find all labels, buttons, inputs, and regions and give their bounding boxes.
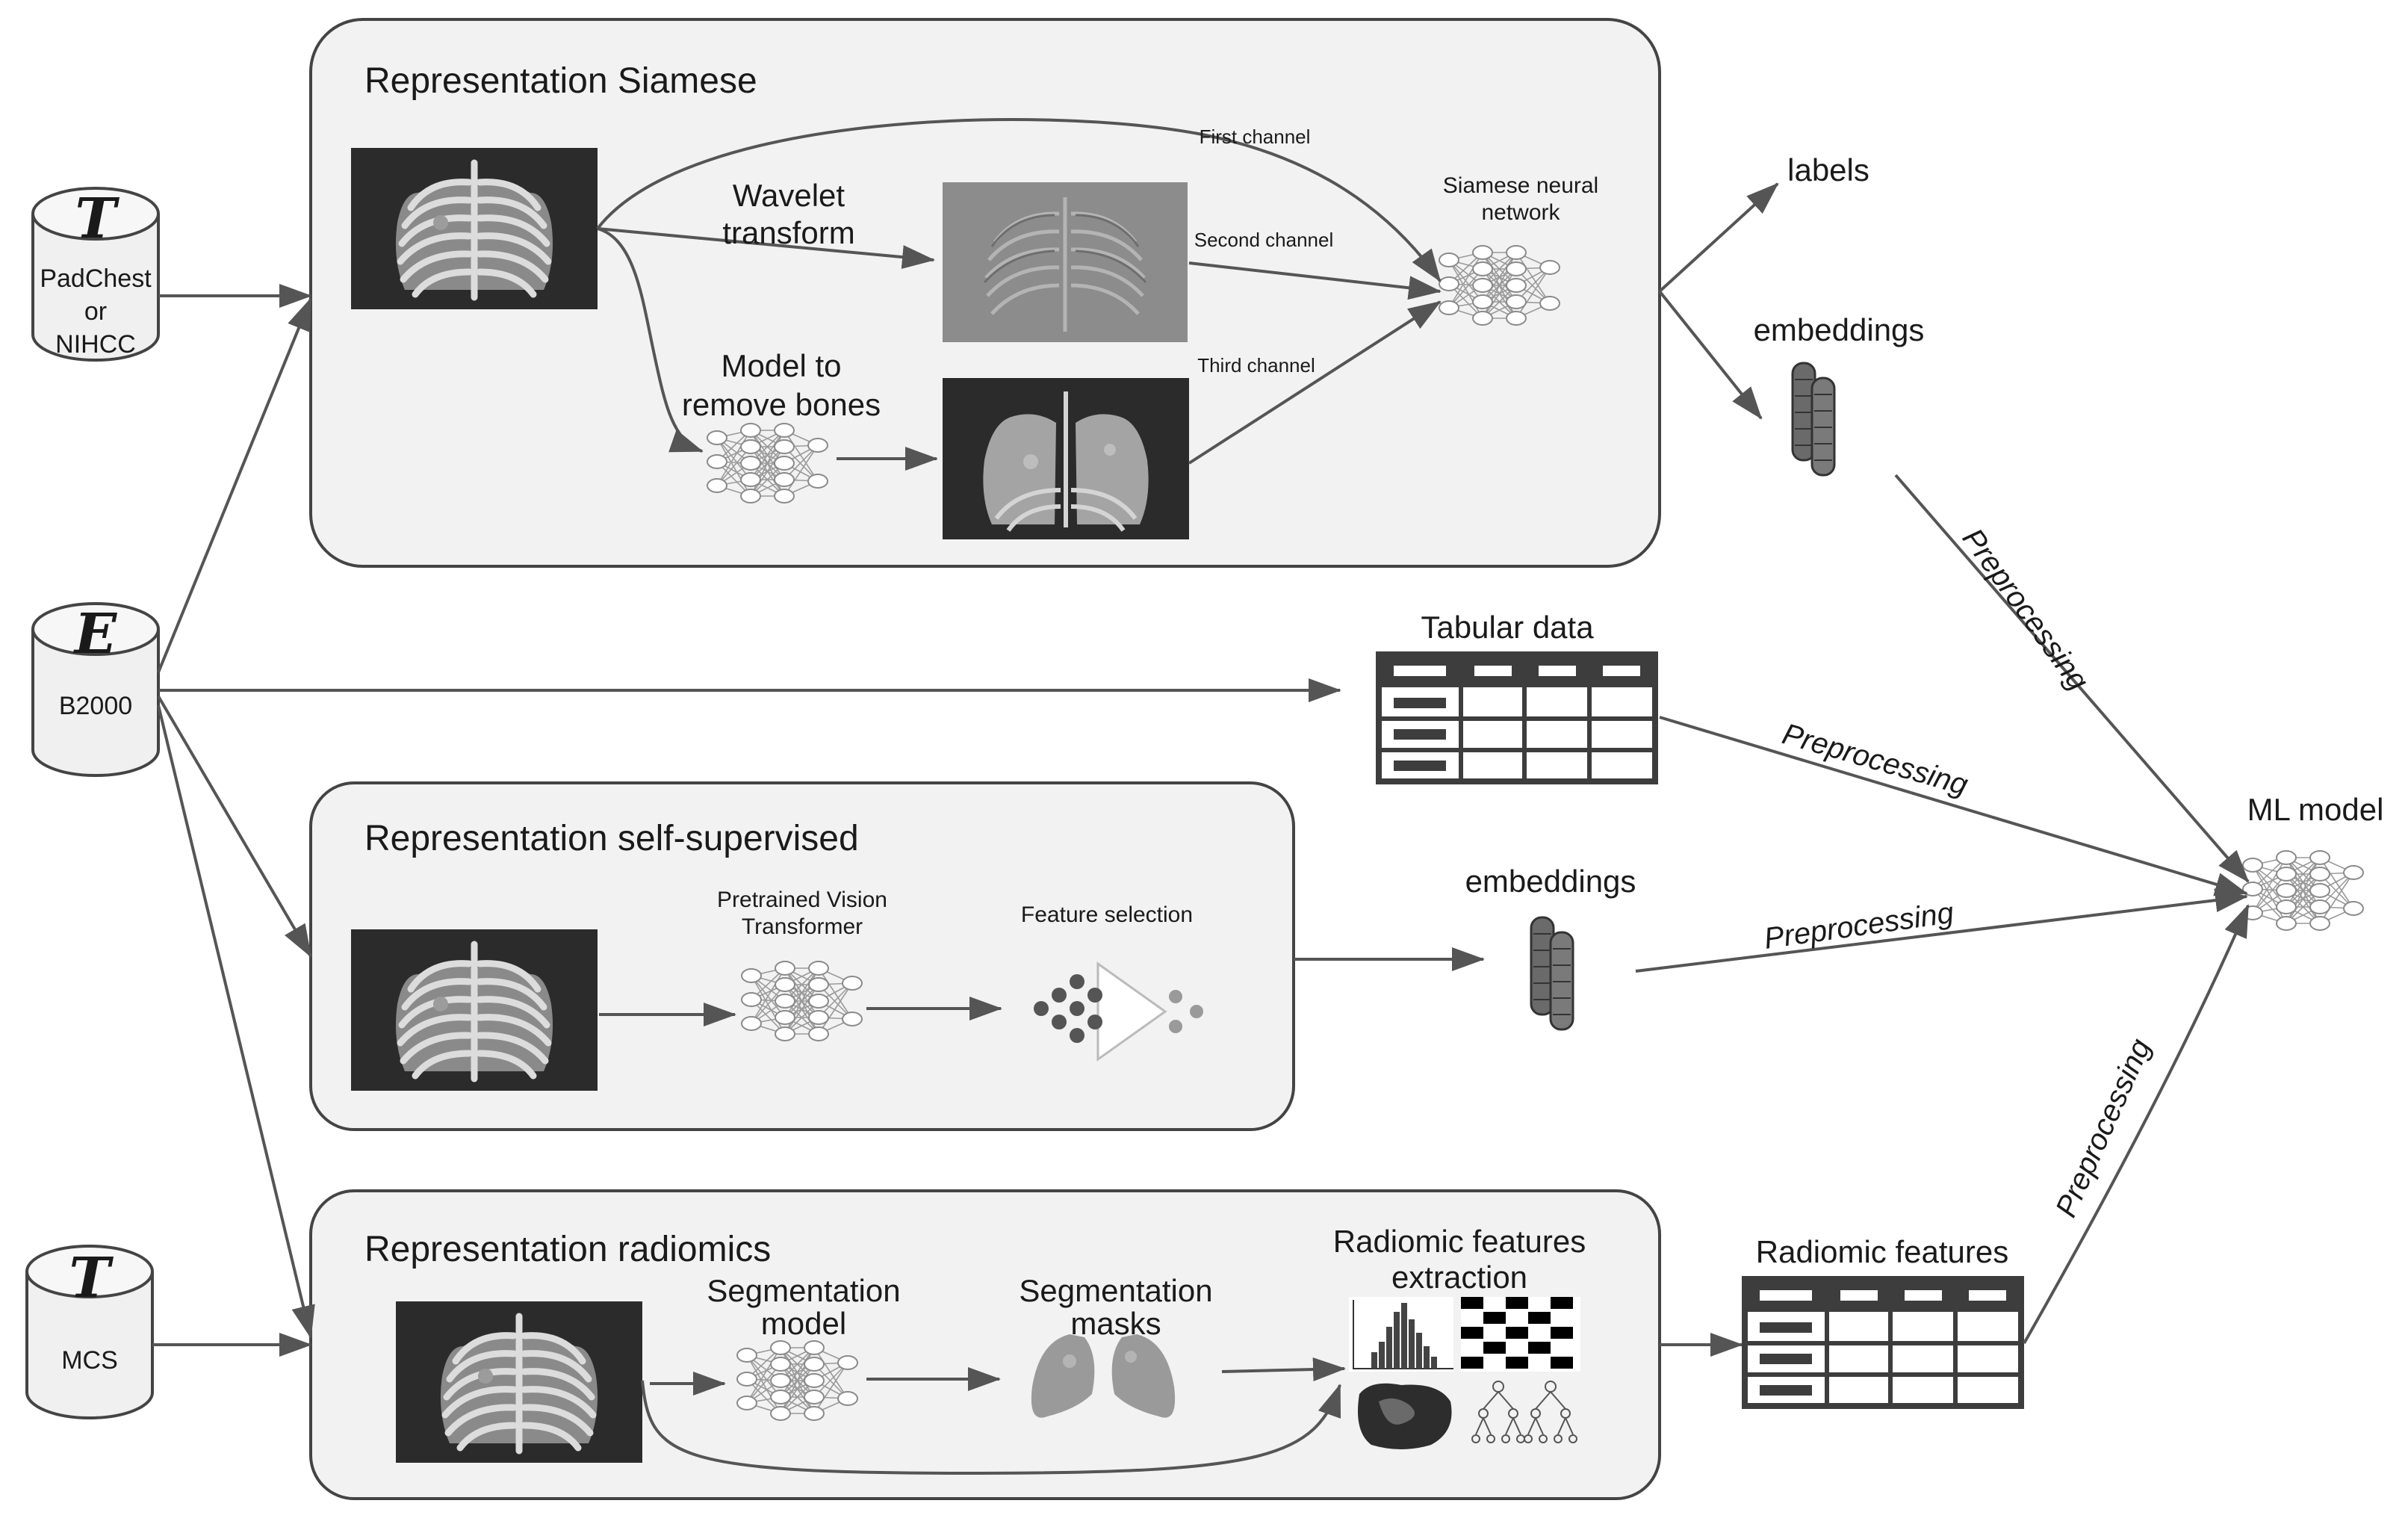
tabular-data-icon xyxy=(1379,654,1655,781)
dataset-train-cylinder: T PadChest or NIHCC xyxy=(31,187,160,362)
segmentation-masks-icon xyxy=(1031,1334,1176,1418)
preprocessing-label-ssl: Preprocessing xyxy=(1762,896,1955,956)
siamese-xray-image xyxy=(351,148,598,309)
embeddings-siamese-icon xyxy=(1791,362,1836,477)
bone-model-label-line-2: remove bones xyxy=(682,387,881,422)
histogram-icon xyxy=(1349,1297,1453,1372)
wavelet-label-line-2: transform xyxy=(722,215,854,250)
ml-model-network-icon xyxy=(2242,850,2364,931)
extraction-label-line-1: Radiomic features xyxy=(1333,1224,1586,1259)
embeddings-ssl-icon xyxy=(1530,916,1574,1031)
wavelet-label-line-1: Wavelet xyxy=(733,178,845,213)
ml-model-label: ML model xyxy=(2247,792,2384,827)
second-channel-label: Second channel xyxy=(1194,229,1333,251)
dataset-train-letter: T xyxy=(75,187,120,251)
siamese-network-label-line-2: network xyxy=(1481,200,1560,225)
dataset-train-line-3: NIHCC xyxy=(55,330,136,359)
dataset-eval-cylinder: E B2000 xyxy=(31,602,160,777)
wavelet-image xyxy=(943,182,1188,342)
embeddings-siamese-label: embeddings xyxy=(1754,312,1925,347)
segmentation-model-label-line-2: model xyxy=(761,1306,846,1341)
radiomics-xray-image xyxy=(396,1301,642,1463)
siamese-arrows xyxy=(596,118,1442,471)
shape-icon xyxy=(1358,1383,1452,1449)
bone-suppressed-image xyxy=(943,378,1189,539)
first-channel-label: First channel xyxy=(1200,126,1311,148)
bone-model-label-line-1: Model to xyxy=(721,348,841,383)
segmentation-masks-label-line-1: Segmentation xyxy=(1019,1273,1212,1308)
dataset-test-line-1: MCS xyxy=(61,1346,118,1375)
preprocessing-label-siamese: Preprocessing xyxy=(1956,522,2095,696)
siamese-title: Representation Siamese xyxy=(364,61,757,101)
extraction-label-line-2: extraction xyxy=(1391,1260,1527,1295)
feature-selection-label: Feature selection xyxy=(1021,902,1193,927)
dataset-eval-letter: E xyxy=(73,602,118,666)
ssl-xray-image xyxy=(351,929,598,1091)
dataset-train-line-1: PadChest xyxy=(40,264,152,293)
vit-label-line-1: Pretrained Vision xyxy=(717,888,887,912)
embeddings-ssl-label: embeddings xyxy=(1465,864,1636,899)
ssl-title: Representation self-supervised xyxy=(364,819,859,858)
third-channel-label: Third channel xyxy=(1197,354,1315,377)
wavelet-tree-icon xyxy=(1471,1381,1577,1443)
dataset-eval-line-1: B2000 xyxy=(59,692,132,720)
dataset-test-cylinder: T MCS xyxy=(25,1245,154,1419)
segmentation-masks-label-line-2: masks xyxy=(1070,1306,1161,1341)
tabular-data-label: Tabular data xyxy=(1421,610,1594,645)
feature-selection-icon xyxy=(1034,961,1203,1062)
radiomics-extraction-icons xyxy=(1349,1297,1580,1449)
radiomics-title: Representation radiomics xyxy=(364,1230,771,1269)
dataset-test-letter: T xyxy=(69,1246,114,1310)
ssl-arrows xyxy=(599,947,1485,1026)
siamese-network-label-line-1: Siamese neural xyxy=(1443,173,1598,198)
dataset-train-line-2: or xyxy=(84,297,107,326)
radiomic-features-label: Radiomic features xyxy=(1756,1234,2008,1269)
output-arrows xyxy=(1658,182,1779,420)
radiomic-features-table-icon xyxy=(1745,1279,2021,1406)
preprocessing-label-tabular: Preprocessing xyxy=(1779,717,1972,802)
vit-label-line-2: Transformer xyxy=(742,914,863,939)
radiomics-arrows xyxy=(641,1333,1743,1475)
preprocessing-arrows xyxy=(1635,474,2250,1344)
dataset-arrows xyxy=(152,284,1341,1357)
texture-matrix-icon xyxy=(1461,1297,1580,1372)
labels-output: labels xyxy=(1787,152,1869,188)
segmentation-model-label-line-1: Segmentation xyxy=(707,1273,900,1308)
